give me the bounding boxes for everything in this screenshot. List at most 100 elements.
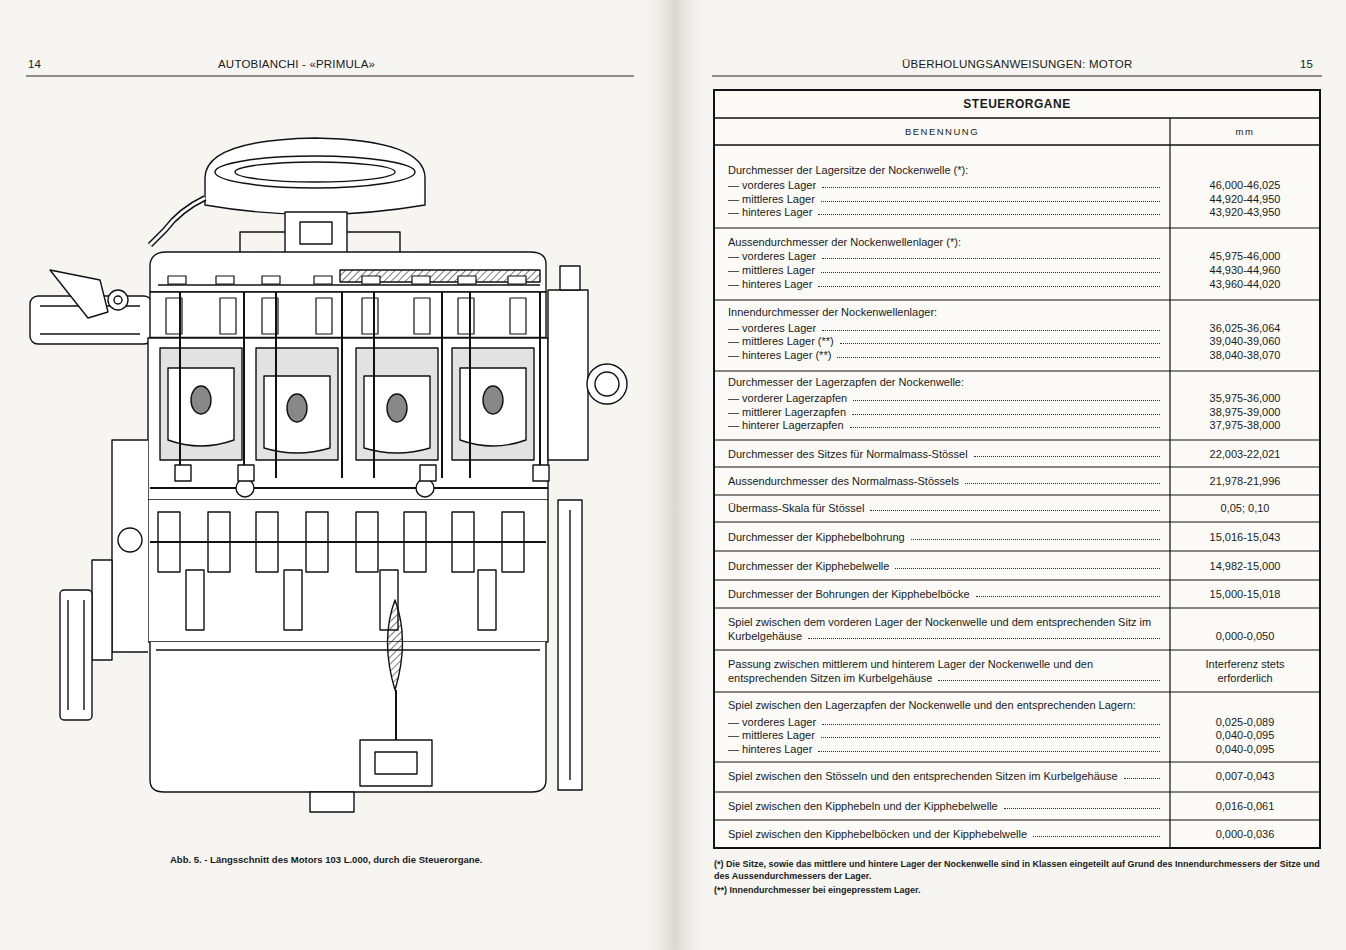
value-cell: 43,960-44,020 — [1172, 277, 1318, 291]
drawing-part — [714, 117, 1320, 119]
drawing-part — [388, 600, 403, 690]
drawing-part — [714, 495, 1320, 496]
drawing-part — [168, 276, 186, 284]
drawing-part — [186, 570, 496, 630]
drawing-part — [310, 792, 354, 812]
value-cell: 39,040-39,060 — [1172, 334, 1318, 348]
row-item: Übermass-Skala für Stössel — [728, 501, 864, 515]
value-cell: 0,007-0,043 — [1172, 769, 1318, 783]
drawing-part — [300, 222, 332, 244]
dot-leader — [852, 414, 1160, 415]
drawing-part — [215, 156, 415, 188]
drawing-part — [387, 394, 407, 422]
drawing-part — [112, 440, 148, 652]
dot-leader — [808, 638, 1160, 639]
drawing-part — [714, 228, 1320, 820]
value-cell: 0,05; 0,10 — [1172, 501, 1318, 515]
drawing-part — [569, 510, 570, 780]
drawing-part — [508, 276, 526, 284]
drawing-part — [714, 467, 1320, 468]
drawing-part — [60, 590, 92, 720]
drawing-part — [186, 570, 204, 630]
drawing-part — [158, 284, 540, 285]
drawing-part — [108, 290, 128, 310]
value-cell: 0,040-0,095 — [1172, 742, 1318, 756]
drawing-part — [714, 650, 1320, 651]
dot-leader — [818, 214, 1160, 215]
drawing-part — [67, 600, 68, 710]
row-item: — vorderes Lager — [728, 321, 816, 335]
drawing-part — [191, 386, 503, 422]
drawing-part — [483, 386, 503, 414]
value-cell: 45,975-46,000 — [1172, 249, 1318, 263]
value-cell: 22,003-22,021 — [1172, 447, 1318, 461]
dot-leader — [1004, 808, 1160, 809]
value-cell: 15,000-15,018 — [1172, 587, 1318, 601]
drawing-part — [714, 692, 1320, 693]
row-item: Passung zwischen mittlerem und hinterem … — [728, 657, 1164, 685]
dot-leader — [965, 483, 1160, 484]
drawing-part — [714, 551, 1320, 552]
drawing-part — [714, 608, 1320, 609]
row-item: Durchmesser der Kipphebelbohrung — [728, 530, 905, 544]
dot-leader — [895, 568, 1160, 569]
value-cell: 36,025-36,064 — [1172, 321, 1318, 335]
value-cell: 15,016-15,043 — [1172, 530, 1318, 544]
drawing-part — [92, 560, 112, 660]
drawing-part — [469, 292, 471, 478]
row-item: Spiel zwischen den Kipphebelböcken und d… — [728, 827, 1027, 841]
row-item: Durchmesser der Kipphebelwelle — [728, 559, 889, 573]
drawing-part — [205, 138, 425, 215]
row-item: — mittleres Lager — [728, 263, 815, 277]
drawing-part — [264, 376, 330, 453]
dot-leader — [976, 596, 1160, 597]
page-number: 14 — [28, 57, 41, 71]
drawing-part — [595, 372, 619, 396]
drawing-part — [478, 570, 496, 630]
drawing-part — [714, 762, 1320, 763]
drawing-part — [587, 364, 627, 404]
running-head: AUTOBIANCHI - «PRIMULA» — [218, 57, 375, 71]
value-cell: 38,975-39,000 — [1172, 405, 1318, 419]
dot-leader — [818, 286, 1160, 287]
row-item: — hinteres Lager — [728, 277, 812, 291]
drawing-part — [150, 487, 548, 489]
dot-leader — [822, 187, 1160, 188]
drawing-part — [220, 298, 236, 334]
row-heading: Durchmesser der Lagersitze der Nockenwel… — [728, 163, 1164, 177]
row-item: — hinteres Lager — [728, 205, 812, 219]
drawing-part — [714, 820, 1320, 821]
drawing-part — [285, 212, 347, 254]
drawing-part — [640, 0, 710, 950]
drawing-part — [262, 276, 280, 284]
drawing-part — [714, 300, 1320, 301]
dot-leader — [840, 343, 1160, 344]
row-heading: Spiel zwischen den Lagerzapfen der Nocke… — [728, 698, 1164, 712]
drawing-part — [373, 292, 375, 478]
drawing-part — [452, 348, 534, 460]
footnote: (**) Innendurchmesser bei eingepresstem … — [714, 884, 1320, 896]
drawing-part — [179, 292, 181, 478]
row-item: — mittleres Lager (**) — [728, 334, 834, 348]
table-title: STEUERORGANE — [714, 97, 1320, 111]
drawing-part — [360, 740, 432, 786]
drawing-part — [347, 232, 400, 252]
value-cell: 44,920-44,950 — [1172, 192, 1318, 206]
value-cell: 0,000-0,050 — [1172, 629, 1318, 643]
dot-leader — [870, 510, 1160, 511]
drawing-part — [416, 479, 434, 497]
drawing-part — [375, 752, 417, 774]
row-item: — vorderes Lager — [728, 178, 816, 192]
drawing-part — [314, 276, 332, 284]
drawing-part — [287, 394, 307, 422]
drawing-part — [160, 348, 534, 460]
value-cell: 35,975-36,000 — [1172, 391, 1318, 405]
dot-leader — [1033, 836, 1160, 837]
value-cell: 0,016-0,061 — [1172, 799, 1318, 813]
drawing-part — [180, 292, 540, 478]
row-item: — hinteres Lager — [728, 742, 812, 756]
drawing-part — [414, 298, 430, 334]
drawing-part — [441, 292, 443, 478]
dot-leader — [938, 680, 1160, 681]
